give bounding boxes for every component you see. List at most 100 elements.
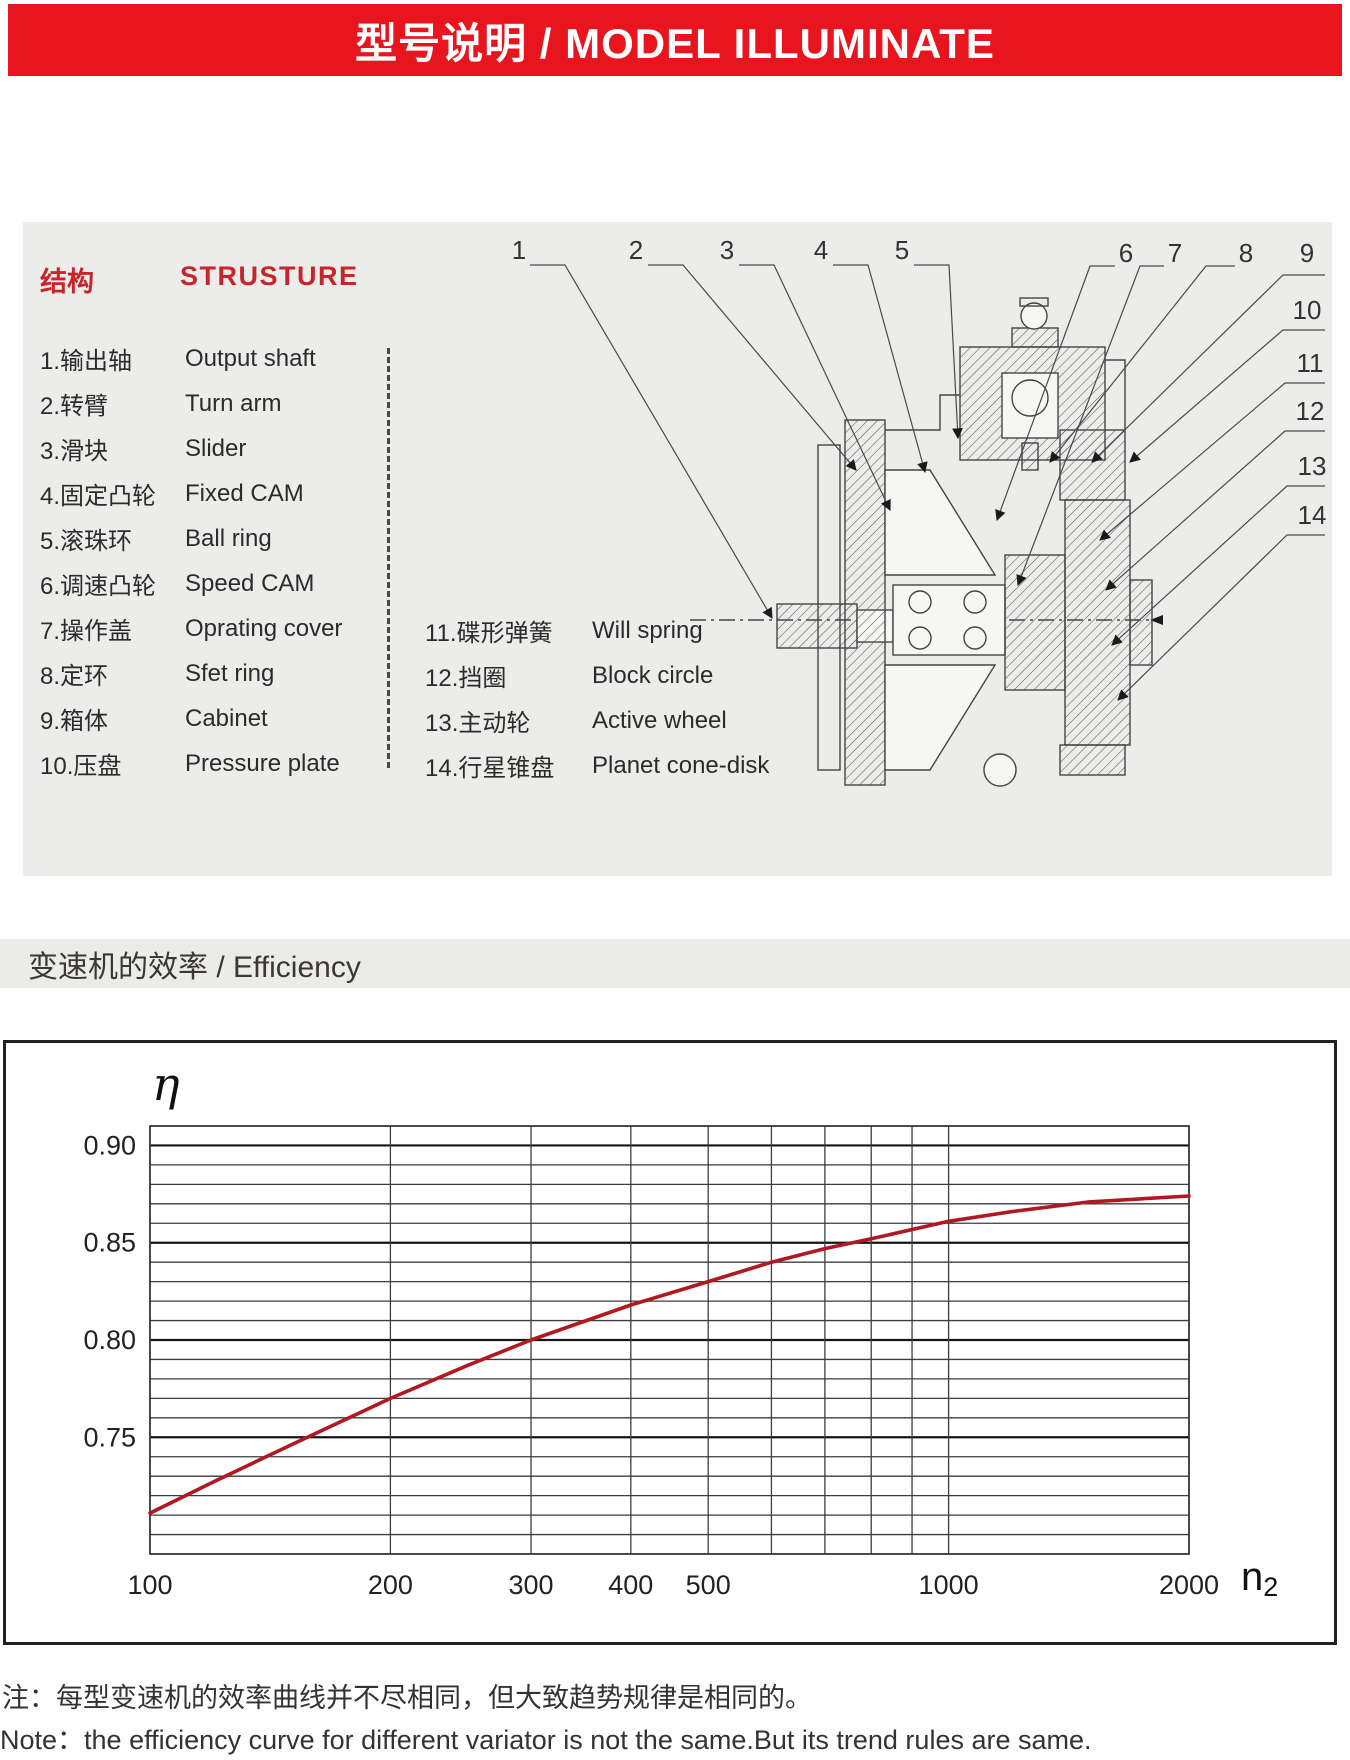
part-name-en: Active wheel: [592, 706, 727, 734]
bearing-ball-icon: [908, 626, 932, 650]
parts-list-item: 2.转臂 Turn arm: [40, 381, 385, 426]
part-name-zh: 12.挡圈: [425, 665, 507, 692]
part-name-zh: 14.行星锥盘: [425, 755, 555, 782]
part-name-zh: 5.滚珠环: [40, 528, 133, 555]
part-name-zh: 8.定环: [40, 663, 109, 690]
list-divider-dashed-line: [387, 348, 390, 768]
axis-arrow-icon: [1150, 615, 1163, 625]
callout-number: 10: [1293, 295, 1322, 325]
bearing-ball-icon: [908, 590, 932, 614]
leader-line-14: [1117, 534, 1325, 701]
part-name-en: Oprating cover: [185, 614, 343, 642]
svg-text:η: η: [152, 1057, 180, 1111]
structure-heading-en: STRUSTURE: [180, 261, 359, 291]
part-name-en: Block circle: [592, 661, 714, 689]
part-name-zh: 2.转臂: [40, 393, 109, 420]
callout-number: 11: [1297, 348, 1324, 378]
part-name-zh: 7.操作盖: [40, 618, 133, 645]
leader-line-12: [1105, 430, 1325, 591]
callout-numbers: 1 2 3 4 5 6 7 8 9 10 11 12 13 14: [512, 235, 1327, 530]
svg-text:n2: n2: [1241, 1555, 1278, 1602]
callout-leaders: [530, 264, 1325, 701]
leader-line-11: [1099, 382, 1325, 541]
svg-text:0.75: 0.75: [83, 1422, 136, 1452]
callout-number: 5: [895, 235, 909, 265]
cover-cap-shape: [1011, 327, 1059, 348]
parts-list-item: 11.碟形弹簧 Will spring: [425, 608, 785, 653]
parts-list-item: 3.滑块 Slider: [40, 426, 385, 471]
drawing-body: [776, 297, 1153, 787]
structure-heading-zh: 结构: [40, 267, 94, 297]
part-name-en: Ball ring: [185, 524, 272, 552]
part-name-zh: 11.碟形弹簧: [425, 620, 553, 647]
svg-text:400: 400: [608, 1570, 653, 1600]
lower-ring-shape: [1059, 744, 1126, 776]
svg-text:1000: 1000: [919, 1570, 979, 1600]
parts-list-item: 7.操作盖 Oprating cover: [40, 606, 385, 651]
part-name-zh: 10.压盘: [40, 753, 122, 780]
leader-line-2: [648, 264, 857, 471]
leader-line-9: [1091, 274, 1325, 463]
svg-text:300: 300: [508, 1570, 553, 1600]
top-cap-shape: [1019, 297, 1049, 307]
housing-outline: [1105, 359, 1126, 430]
parts-list-item: 6.调速凸轮 Speed CAM: [40, 561, 385, 606]
note-zh: 注：每型变速机的效率曲线并不尽相同，但大致趋势规律是相同的。: [2, 1683, 812, 1713]
part-name-en: Speed CAM: [185, 569, 315, 597]
bearing-block-shape: [892, 584, 1006, 656]
flange-plate-shape: [817, 444, 841, 771]
parts-list-item: 5.滚珠环 Ball ring: [40, 516, 385, 561]
svg-text:2000: 2000: [1159, 1570, 1219, 1600]
svg-text:0.80: 0.80: [83, 1325, 136, 1355]
leader-line-7: [1016, 265, 1164, 587]
efficiency-heading-bar: 变速机的效率 / Efficiency: [0, 939, 1350, 988]
part-name-en: Slider: [185, 434, 247, 462]
callout-number: 13: [1298, 451, 1327, 481]
callout-number: 4: [814, 235, 828, 265]
end-cap-shape: [1129, 579, 1153, 666]
callout-number: 6: [1119, 238, 1133, 268]
top-ball-icon: [1020, 302, 1048, 330]
svg-text:0.85: 0.85: [83, 1228, 136, 1258]
parts-list-item: 9.箱体 Cabinet: [40, 696, 385, 741]
svg-text:200: 200: [368, 1570, 413, 1600]
part-name-en: Will spring: [592, 616, 703, 644]
cam-ball-icon: [1011, 379, 1049, 417]
leader-line-5: [914, 264, 963, 440]
leader-line-10: [1129, 329, 1325, 463]
callout-number: 12: [1296, 396, 1325, 426]
part-name-en: Cabinet: [185, 704, 268, 732]
svg-text:0.90: 0.90: [83, 1130, 136, 1160]
part-name-zh: 9.箱体: [40, 708, 109, 735]
bottom-ball-icon: [983, 753, 1017, 787]
part-name-zh: 6.调速凸轮: [40, 573, 157, 600]
main-flange-shape: [844, 419, 886, 786]
bearing-ball-icon: [963, 626, 987, 650]
efficiency-chart-frame: [3, 1040, 1337, 1645]
leader-line-6: [995, 265, 1115, 522]
callout-number: 3: [720, 235, 734, 265]
page-title: 型号说明 / MODEL ILLUMINATE: [355, 19, 995, 67]
part-name-en: Turn arm: [185, 389, 282, 417]
cam-stem-shape: [1021, 442, 1039, 471]
parts-list-column-2: 11.碟形弹簧 Will spring 12.挡圈 Block circle 13.…: [425, 608, 785, 788]
efficiency-heading: 变速机的效率 / Efficiency: [28, 950, 361, 984]
callout-number: 2: [629, 235, 643, 265]
part-name-en: Pressure plate: [185, 749, 340, 777]
cam-window-shape: [1001, 372, 1059, 439]
leader-line-4: [833, 264, 928, 474]
gearbox-cross-section-drawing: 1 2 3 4 5 6 7 8 9 10 11 12 13 14: [512, 235, 1327, 787]
leader-line-8: [1049, 265, 1235, 463]
housing-outline: [885, 394, 960, 431]
part-name-zh: 3.滑块: [40, 438, 109, 465]
note-en: Note：the efficiency curve for different …: [0, 1725, 1092, 1755]
callout-number: 9: [1300, 238, 1314, 268]
